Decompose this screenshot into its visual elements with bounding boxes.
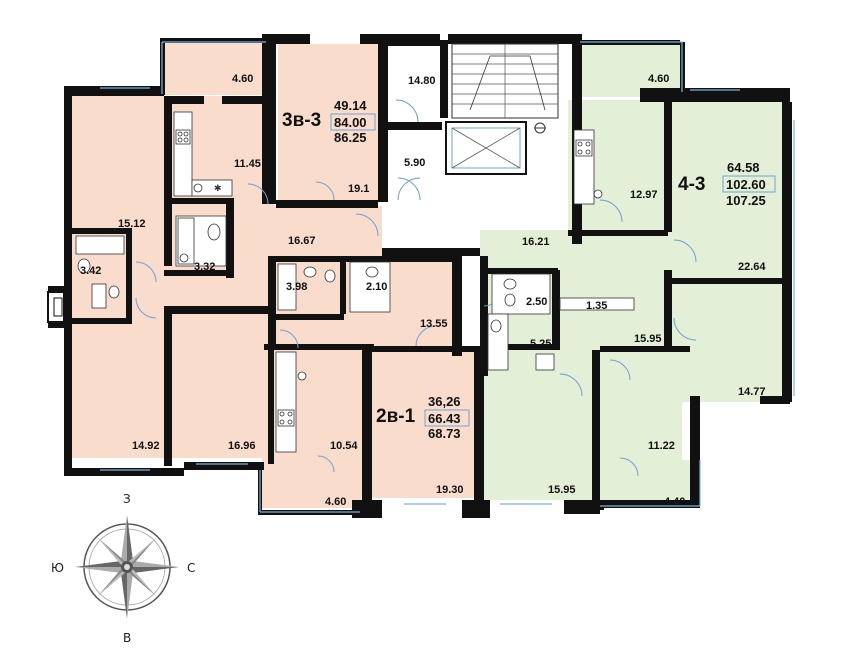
apartment-2v1-label: 2в-1 36,26 66.43 68.73 bbox=[376, 394, 470, 441]
room-area: 16.21 bbox=[522, 236, 550, 248]
room-area: 11.22 bbox=[648, 440, 675, 452]
apartment-code: 3в-3 bbox=[282, 110, 321, 131]
compass-south-label: В bbox=[123, 631, 131, 645]
room-area: 3.32 bbox=[194, 261, 215, 273]
room-area: 1.35 bbox=[586, 300, 607, 312]
stairwell bbox=[445, 43, 559, 175]
room-area: 3.42 bbox=[80, 265, 101, 277]
fixtures: ✱ bbox=[75, 111, 635, 453]
room-area: 4.40 bbox=[664, 496, 685, 508]
glazing bbox=[100, 41, 795, 513]
compass-east-label: С bbox=[187, 561, 195, 575]
room-area: 4.60 bbox=[648, 73, 669, 85]
room-area: 22.64 bbox=[738, 261, 766, 273]
total-with-balcony: 107.25 bbox=[726, 193, 766, 208]
room-area: 3.98 bbox=[286, 281, 307, 293]
compass-star-icon bbox=[75, 515, 179, 619]
room-area: 13.55 bbox=[420, 318, 448, 330]
total-area: 66.43 bbox=[428, 411, 461, 426]
room-area: 10.54 bbox=[330, 440, 358, 452]
room-area: 4.60 bbox=[232, 73, 253, 85]
room-area: 14.77 bbox=[738, 386, 766, 398]
living-area: 64.58 bbox=[727, 160, 760, 175]
room-area: 15.12 bbox=[118, 218, 146, 230]
room-area: 19.1 bbox=[348, 183, 369, 195]
apartment-code: 2в-1 bbox=[376, 406, 416, 427]
apartment-3v3-label: 3в-3 49.14 84.00 86.25 bbox=[282, 98, 376, 145]
partitions bbox=[72, 96, 782, 466]
room-area: 5.25 bbox=[530, 338, 551, 350]
room-labels: 4.60 14.80 4.60 11.45 19.1 5.90 12.97 22… bbox=[80, 73, 766, 508]
room-area: 12.97 bbox=[630, 189, 658, 201]
room-area: 16.96 bbox=[228, 440, 256, 452]
compass-rose: З В Ю С bbox=[51, 492, 195, 645]
total-with-balcony: 68.73 bbox=[428, 426, 461, 441]
left-stub bbox=[47, 291, 65, 323]
room-area: 4.60 bbox=[325, 496, 346, 508]
apartment-4-3-label: 4-3 64.58 102.60 107.25 bbox=[678, 160, 776, 208]
room-area: 11.45 bbox=[234, 158, 261, 170]
svg-text:✱: ✱ bbox=[214, 183, 222, 193]
living-area: 49.14 bbox=[334, 98, 367, 113]
room-area: 19.30 bbox=[436, 484, 464, 496]
apartment-code: 4-3 bbox=[678, 174, 705, 195]
room-area: 14.92 bbox=[132, 440, 160, 452]
apartment-fills-right bbox=[480, 45, 782, 508]
room-area: 2.10 bbox=[366, 281, 387, 293]
room-area: 15.95 bbox=[634, 333, 662, 345]
room-area: 14.80 bbox=[408, 75, 436, 87]
total-area: 84.00 bbox=[334, 115, 367, 130]
total-area: 102.60 bbox=[726, 177, 766, 192]
room-area: 15.95 bbox=[548, 484, 576, 496]
room-area: 2.50 bbox=[526, 296, 547, 308]
compass-north-label: З bbox=[123, 492, 131, 506]
room-area: 5.90 bbox=[404, 157, 425, 169]
compass-west-label: Ю bbox=[51, 561, 64, 575]
living-area: 36,26 bbox=[428, 394, 461, 409]
total-with-balcony: 86.25 bbox=[334, 130, 367, 145]
room-area: 16.67 bbox=[288, 235, 316, 247]
